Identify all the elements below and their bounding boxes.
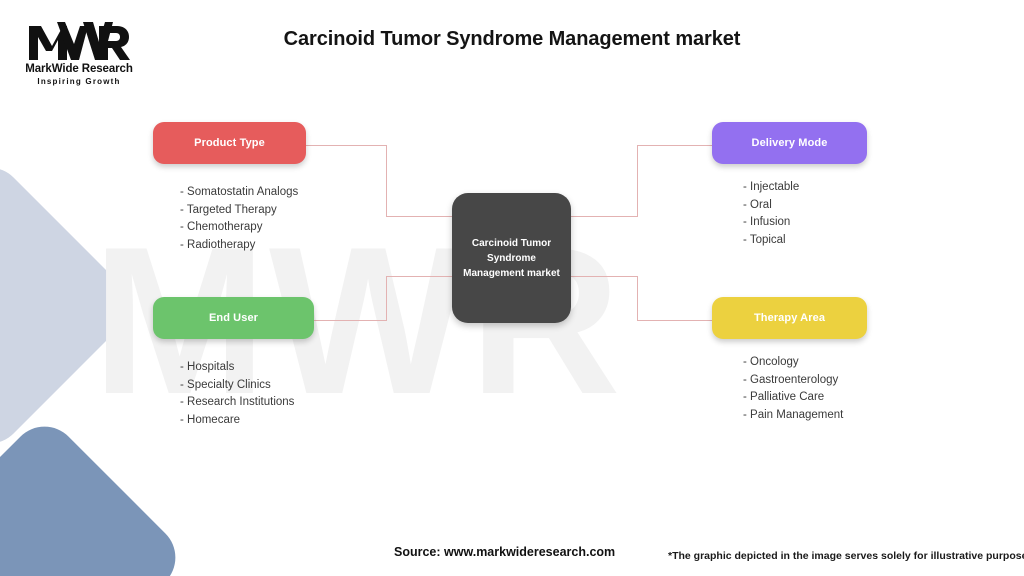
- list-item: - Targeted Therapy: [180, 203, 277, 216]
- list-item: - Palliative Care: [743, 391, 825, 403]
- center-node[interactable]: Carcinoid Tumor Syndrome Management mark…: [452, 193, 571, 323]
- branch-label-delivery-mode: Delivery Mode: [751, 137, 828, 149]
- branch-items-end-user: - Hospitals - Specialty Clinics - Resear…: [180, 359, 314, 429]
- branch-label-end-user: End User: [208, 312, 259, 324]
- mwr-monogram-icon: [29, 22, 130, 60]
- list-item: - Oncology: [743, 356, 799, 368]
- list-item: - Pain Management: [743, 408, 844, 421]
- branch-pill-therapy-area[interactable]: Therapy Area: [712, 297, 867, 339]
- list-item: - Radiotherapy: [180, 238, 256, 251]
- branch-label-product-type: Product Type: [194, 137, 265, 149]
- connector-therapy-area-segment-h2: [637, 320, 713, 321]
- branch-product-type: Product Type - Somatostatin Analogs - Ta…: [153, 122, 306, 254]
- connector-end-user-segment-h2: [386, 276, 454, 277]
- branch-items-therapy-area: - Oncology - Gastroenterology - Palliati…: [743, 354, 867, 424]
- center-node-label: Carcinoid Tumor Syndrome Management mark…: [463, 237, 560, 279]
- connector-delivery-mode-segment-v: [637, 145, 638, 216]
- branch-pill-product-type[interactable]: Product Type: [153, 122, 306, 164]
- connector-product-type-segment-h1: [306, 145, 387, 146]
- list-item: - Research Institutions: [180, 396, 295, 408]
- list-item: - Gastroenterology: [743, 373, 839, 386]
- disclaimer-text: *The graphic depicted in the image serve…: [668, 550, 1024, 562]
- branch-delivery-mode: Delivery Mode - Injectable - Oral - Infu…: [712, 122, 867, 249]
- branch-items-delivery-mode: - Injectable - Oral - Infusion - Topical: [743, 179, 867, 249]
- connector-end-user-segment-h1: [313, 320, 387, 321]
- connector-delivery-mode-segment-h2: [637, 145, 713, 146]
- decor-shape-light: [0, 153, 142, 458]
- list-item: - Homecare: [180, 413, 241, 426]
- list-item: - Injectable: [743, 181, 800, 193]
- list-item: - Specialty Clinics: [180, 378, 271, 391]
- list-item: - Somatostatin Analogs: [180, 186, 299, 198]
- decor-shape-dark: [0, 412, 190, 576]
- branch-items-product-type: - Somatostatin Analogs - Targeted Therap…: [180, 184, 306, 254]
- page-title: Carcinoid Tumor Syndrome Management mark…: [283, 28, 741, 50]
- brand-tagline: Inspiring Growth: [37, 77, 121, 86]
- connector-delivery-mode-segment-h1: [570, 216, 638, 217]
- connector-therapy-area-segment-h1: [570, 276, 638, 277]
- connector-product-type-segment-h2: [386, 216, 454, 217]
- list-item: - Topical: [743, 233, 786, 246]
- list-item: - Oral: [743, 198, 772, 211]
- brand-name: MarkWide Research: [25, 63, 133, 75]
- connector-product-type-segment-v: [386, 145, 387, 216]
- branch-label-therapy-area: Therapy Area: [753, 312, 826, 324]
- connector-end-user-segment-v: [386, 276, 387, 321]
- branch-therapy-area: Therapy Area - Oncology - Gastroenterolo…: [712, 297, 867, 424]
- list-item: - Chemotherapy: [180, 221, 263, 233]
- list-item: - Hospitals: [180, 361, 235, 373]
- connector-therapy-area-segment-v: [637, 276, 638, 321]
- brand-logo: MarkWide Research Inspiring Growth: [14, 20, 144, 86]
- list-item: - Infusion: [743, 216, 791, 228]
- branch-end-user: End User - Hospitals - Specialty Clinics…: [153, 297, 314, 429]
- source-text: Source: www.markwideresearch.com: [394, 545, 616, 559]
- branch-pill-delivery-mode[interactable]: Delivery Mode: [712, 122, 867, 164]
- branch-pill-end-user[interactable]: End User: [153, 297, 314, 339]
